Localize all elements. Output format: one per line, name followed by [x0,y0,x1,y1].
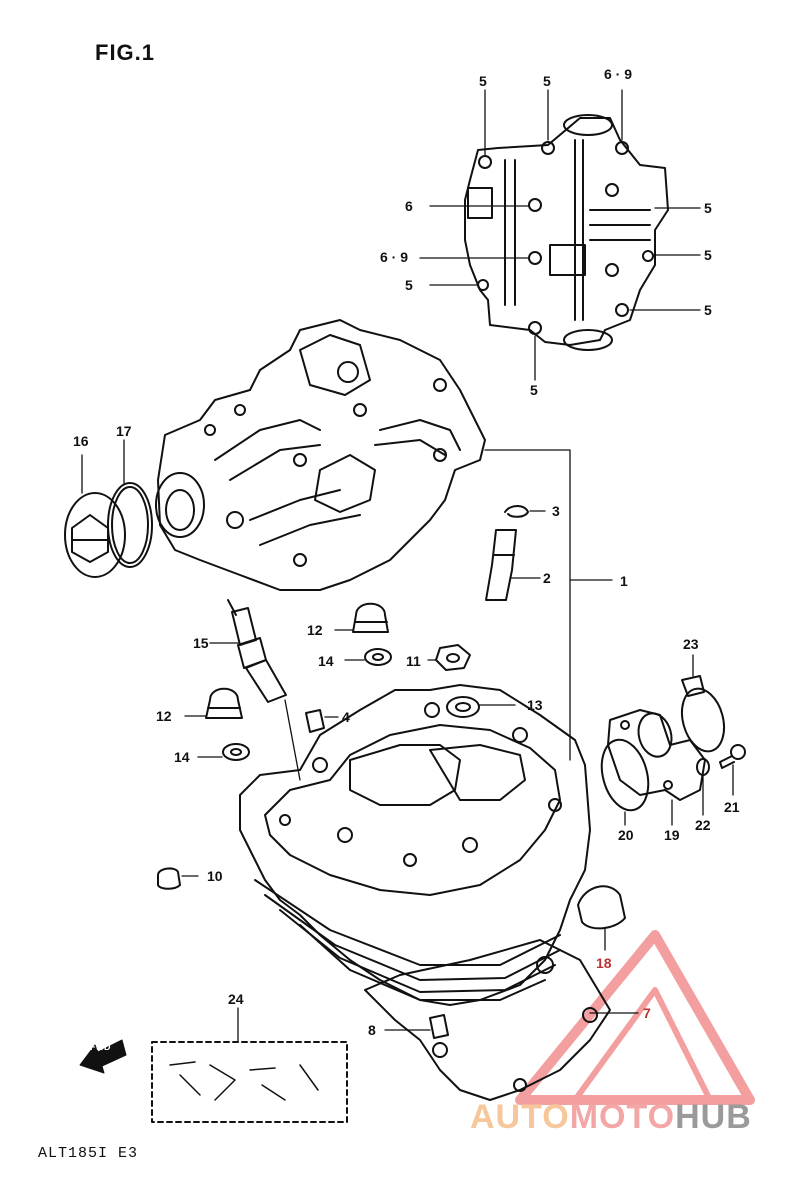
callout-5-top-a: 5 [479,73,487,89]
part-3-clip [504,505,546,518]
cylinder-head-cover [155,319,486,591]
part-8-dowel [384,1014,449,1039]
part-22-washer [696,758,710,816]
callout-5-right-c: 5 [704,302,712,318]
cylinder-head-gasket-flange [364,939,611,1101]
part-14-washer-upper [344,648,392,666]
part-12-cap-nut-lower [184,687,243,719]
part-13-washer [446,696,516,718]
callout-16: 16 [73,433,89,449]
watermark-part-hub: HUB [675,1098,752,1136]
part-12-cap-nut-upper [334,602,389,633]
callout-6-9-top: 6 · 9 [604,66,633,82]
watermark-part-moto: MOTO [569,1098,676,1136]
callout-11: 11 [406,653,421,669]
callout-20: 20 [618,827,634,843]
callout-5-right-b: 5 [704,247,712,263]
callout-12-upper: 12 [307,622,323,638]
callout-7: 7 [643,1005,651,1021]
leader-lines-top [419,89,701,381]
drawing-code: ALT185I E3 [38,1145,139,1162]
callout-6-left: 6 [405,198,413,214]
cylinder-head-cover-top-view [464,114,669,351]
fwd-label: FWD [90,1042,111,1052]
part-17-o-ring [107,482,153,568]
callout-12-lower: 12 [156,708,172,724]
callout-14-lower: 14 [174,749,190,765]
callout-5-left: 5 [405,277,413,293]
callout-22: 22 [695,817,711,833]
callout-17: 17 [116,423,132,439]
figure-title: FIG.1 [95,40,156,65]
part-23-clamp [680,654,726,753]
watermark-logo: AUTOMOTOHUB [470,1098,752,1137]
watermark-triangle [515,930,755,1105]
callout-8: 8 [368,1022,376,1038]
callout-3: 3 [552,503,560,519]
callout-2: 2 [543,570,551,586]
callout-5-bottom: 5 [530,382,538,398]
fwd-arrow-icon [79,1039,127,1074]
callout-6-9-left: 6 · 9 [380,249,409,265]
part-2-valve-guide [485,529,541,601]
callout-1: 1 [620,573,628,589]
callout-24: 24 [228,991,244,1007]
callout-23: 23 [683,636,699,652]
part-14-washer-lower [197,743,250,761]
leader-part-1 [484,449,613,761]
callout-21: 21 [724,799,740,815]
callout-15: 15 [193,635,209,651]
cylinder-head [239,684,591,1006]
callout-18: 18 [596,955,612,971]
part-18-plug [577,885,626,951]
part-19-intake-pipe [607,709,706,826]
part-24-gasket-set [151,1007,348,1123]
part-16-cap [64,492,126,578]
callout-14-upper: 14 [318,653,334,669]
callout-5-right-a: 5 [704,200,712,216]
leader-lines-left [81,439,125,494]
part-4-dowel-pin [305,709,339,733]
callout-4: 4 [342,709,350,725]
callout-10: 10 [207,868,223,884]
callout-19: 19 [664,827,680,843]
callout-13: 13 [527,697,543,713]
callout-5-top-b: 5 [543,73,551,89]
watermark-part-auto: AUTO [470,1098,570,1136]
part-10-plug [157,867,199,890]
part-15-spark-plug [209,599,287,703]
part-20-o-ring [600,738,650,826]
part-21-screw [719,744,746,796]
part-11-nut [427,644,471,671]
